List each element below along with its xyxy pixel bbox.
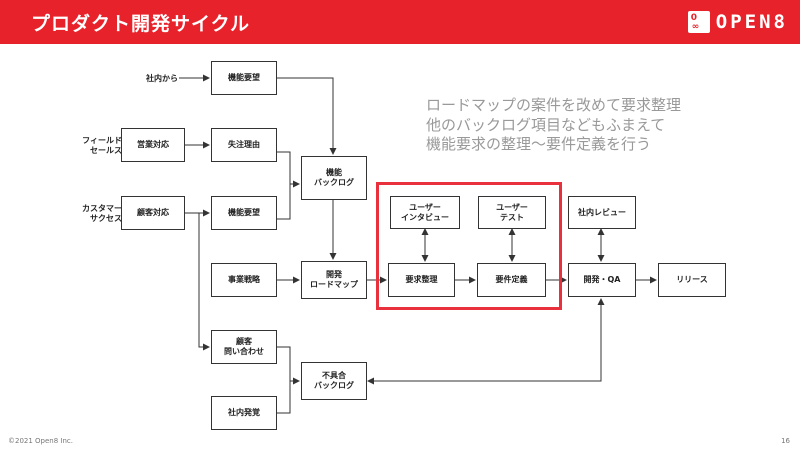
- user-interview-box: ユーザー インタビュー: [390, 196, 460, 229]
- dev-qa-box: 開発・QA: [568, 263, 636, 297]
- page-number: 16: [781, 437, 790, 445]
- source-label-field-sales: フィールド セールス: [82, 136, 122, 155]
- customer-inquiry-box: 顧客 問い合わせ: [211, 330, 277, 364]
- lost-order-reason-box: 失注理由: [211, 128, 277, 162]
- source-label-customer-success: カスタマー サクセス: [82, 204, 122, 223]
- defect-backlog-box: 不具合 バックログ: [301, 362, 367, 400]
- open8-logo: 0 ∞ OPEN8: [687, 10, 788, 34]
- release-box: リリース: [658, 263, 726, 297]
- copyright-text: ©2021 Open8 Inc.: [8, 437, 73, 445]
- user-test-box: ユーザー テスト: [478, 196, 546, 229]
- source-label-internal: 社内から: [146, 74, 178, 83]
- business-strategy-box: 事業戦略: [211, 263, 277, 297]
- function-backlog-box: 機能 バックログ: [301, 156, 367, 200]
- logo-text: OPEN8: [715, 11, 788, 33]
- explanation-note: ロードマップの案件を改めて要求整理 他のバックログ項目などもふまえて 機能要求の…: [426, 96, 682, 153]
- internal-review-box: 社内レビュー: [568, 196, 636, 229]
- header-bar: プロダクト開発サイクル 0 ∞ OPEN8: [0, 0, 800, 44]
- page-title: プロダクト開発サイクル: [31, 13, 251, 35]
- requirement-organize-box: 要求整理: [388, 263, 455, 297]
- function-request-mid-box: 機能要望: [211, 196, 277, 230]
- function-request-top-box: 機能要望: [211, 61, 277, 95]
- sales-response-box: 営業対応: [121, 128, 185, 162]
- requirement-define-box: 要件定義: [477, 263, 546, 297]
- dev-roadmap-box: 開発 ロードマップ: [301, 261, 367, 299]
- customer-response-box: 顧客対応: [121, 196, 185, 230]
- focus-frame: [376, 182, 562, 310]
- logo-mark-icon: 0 ∞: [687, 11, 710, 33]
- internal-discovery-box: 社内発覚: [211, 396, 277, 430]
